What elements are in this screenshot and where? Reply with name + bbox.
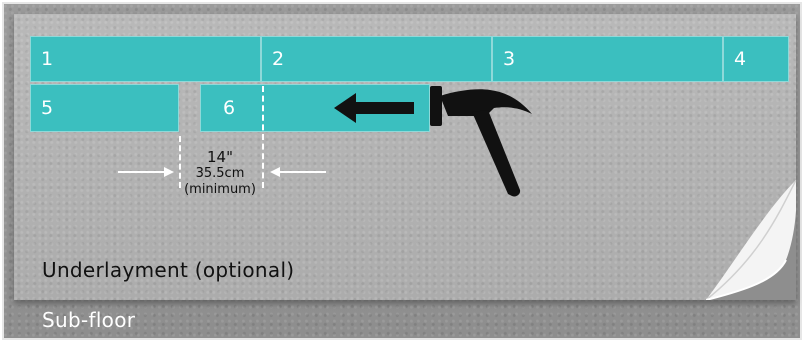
plank-number: 3: [503, 48, 516, 70]
plank-number: 5: [41, 97, 54, 119]
plank-1: 1: [30, 36, 261, 82]
plank-number: 1: [41, 48, 54, 70]
plank-number: 4: [734, 48, 747, 70]
hammer-icon: [430, 86, 532, 197]
plank-number: 6: [223, 97, 236, 119]
measurement-inches: 14": [207, 148, 233, 166]
plank-5: 5: [30, 84, 179, 132]
plank-2: 2: [261, 36, 492, 82]
dashed-guide-right: [262, 86, 264, 188]
plank-4: 4: [723, 36, 789, 82]
underlayment-label: Underlayment (optional): [42, 258, 295, 282]
plank-3: 3: [492, 36, 723, 82]
minimum-distance-label: 14" 35.5cm (minimum): [160, 148, 280, 197]
subfloor-label: Sub-floor: [42, 308, 136, 332]
arrow-left-icon: [270, 167, 326, 177]
arrow-right-icon: [118, 167, 174, 177]
dashed-guide-left: [179, 136, 181, 188]
page-curl-icon: [706, 180, 796, 300]
arrow-left-icon: [334, 93, 414, 123]
measurement-cm: 35.5cm: [195, 166, 245, 181]
measurement-note: (minimum): [184, 181, 256, 197]
plank-number: 2: [272, 48, 285, 70]
